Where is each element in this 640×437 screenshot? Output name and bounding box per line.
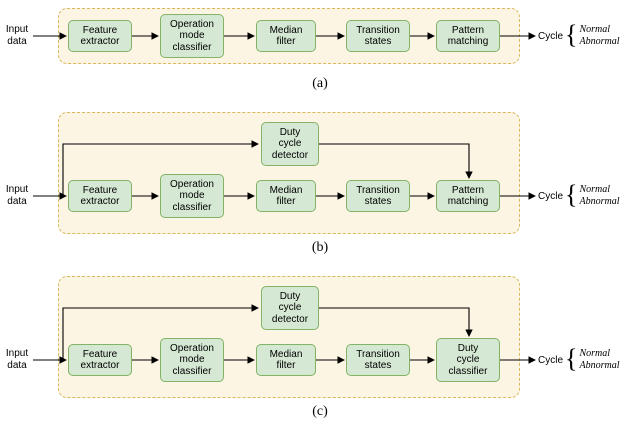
flow-box-median-filter: Median filter <box>256 344 316 376</box>
option-abnormal: Abnormal <box>579 360 620 371</box>
flow-box-label: Median filter <box>269 348 303 371</box>
flow-box-label: Duty cycle detector <box>271 127 309 161</box>
cycle-label: Cycle <box>538 354 564 366</box>
flow-box-duty-cycle-detector: Duty cycle detector <box>261 286 319 330</box>
option-abnormal: Abnormal <box>579 36 620 47</box>
brace-glyph: { <box>565 180 578 209</box>
flow-box-operation-mode-classifier: Operation mode classifier <box>160 14 224 58</box>
caption-a: (a) <box>312 76 328 91</box>
flow-box-label: Transition states <box>356 24 400 47</box>
flow-box-label: Feature extractor <box>80 348 120 371</box>
flow-box-feature-extractor: Feature extractor <box>68 20 132 52</box>
flow-box-label: Duty cycle classifier <box>448 343 488 377</box>
flow-box-feature-extractor: Feature extractor <box>68 180 132 212</box>
flow-box-label: Pattern matching <box>447 24 489 47</box>
flow-box-label: Operation mode classifier <box>170 343 214 377</box>
flow-box-transition-states: Transition states <box>346 344 410 376</box>
input-data-label: Input data <box>5 24 29 47</box>
flow-box-label: Feature extractor <box>80 184 120 207</box>
flow-box-duty-cycle-classifier: Duty cycle classifier <box>436 338 500 382</box>
cycle-output: Cycle { Normal Abnormal <box>538 181 620 211</box>
flow-box-operation-mode-classifier: Operation mode classifier <box>160 338 224 382</box>
flow-box-label: Feature extractor <box>80 24 120 47</box>
flow-box-median-filter: Median filter <box>256 20 316 52</box>
caption-c: (c) <box>312 404 328 419</box>
option-normal: Normal <box>579 23 611 35</box>
brace-glyph: { <box>565 20 578 49</box>
cycle-output: Cycle { Normal Abnormal <box>538 21 620 51</box>
flow-box-label: Pattern matching <box>447 184 489 207</box>
cycle-output: Cycle { Normal Abnormal <box>538 345 620 375</box>
flow-box-median-filter: Median filter <box>256 180 316 212</box>
input-data-label: Input data <box>5 348 29 371</box>
flow-box-operation-mode-classifier: Operation mode classifier <box>160 174 224 218</box>
option-normal: Normal <box>579 347 611 359</box>
flow-box-label: Median filter <box>269 24 303 47</box>
flow-box-label: Operation mode classifier <box>170 19 214 53</box>
flow-box-transition-states: Transition states <box>346 180 410 212</box>
cycle-label: Cycle <box>538 190 564 202</box>
brace-glyph: { <box>565 344 578 373</box>
cycle-label: Cycle <box>538 30 564 42</box>
flow-box-label: Transition states <box>356 348 400 371</box>
flow-box-label: Median filter <box>269 184 303 207</box>
option-normal: Normal <box>579 183 611 195</box>
input-data-label: Input data <box>5 184 29 207</box>
cycle-options: Normal Abnormal <box>580 348 620 373</box>
flow-box-label: Duty cycle detector <box>271 291 309 325</box>
cycle-options: Normal Abnormal <box>580 184 620 209</box>
flow-box-label: Operation mode classifier <box>170 179 214 213</box>
flow-box-pattern-matching: Pattern matching <box>436 180 500 212</box>
flow-box-pattern-matching: Pattern matching <box>436 20 500 52</box>
option-abnormal: Abnormal <box>579 196 620 207</box>
flow-box-transition-states: Transition states <box>346 20 410 52</box>
flow-box-feature-extractor: Feature extractor <box>68 344 132 376</box>
flow-box-label: Transition states <box>356 184 400 207</box>
flow-box-duty-cycle-detector: Duty cycle detector <box>261 122 319 166</box>
cycle-options: Normal Abnormal <box>580 24 620 49</box>
caption-b: (b) <box>311 240 329 255</box>
